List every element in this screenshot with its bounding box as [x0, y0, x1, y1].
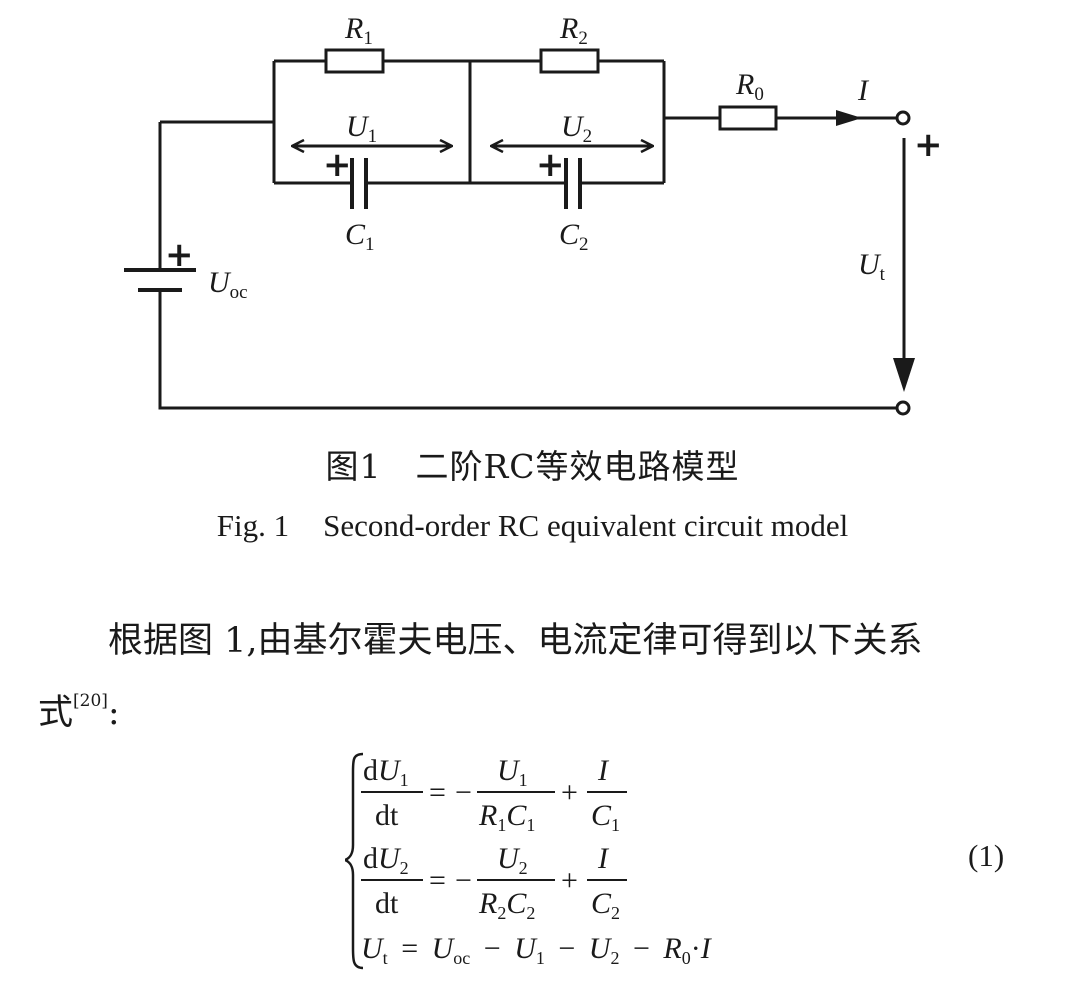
svg-text:dU1: dU1	[363, 754, 409, 790]
curly-brace	[345, 752, 364, 970]
terminal-top	[895, 110, 911, 126]
label-r1: R1	[344, 12, 373, 49]
label-u2: U2	[561, 110, 592, 147]
figure-caption-en: Fig. 1 Second-order RC equivalent circuit…	[0, 508, 1065, 544]
svg-text:−: −	[455, 776, 472, 809]
plus-sign-battery: +	[165, 235, 194, 275]
resistor-r0	[718, 105, 778, 131]
body-text-line-1: 根据图 1,由基尔霍夫电压、电流定律可得到以下关系	[108, 621, 923, 661]
figure-title-en: Second-order RC equivalent circuit model	[323, 508, 849, 543]
resistor-r2	[539, 48, 600, 74]
label-c2: C2	[559, 218, 589, 255]
equation-row-1: dU1 dt = − U1 R1C1 + I C1	[361, 754, 627, 835]
figure-label-cn: 图1	[325, 447, 382, 486]
svg-text:=: =	[429, 864, 446, 897]
equation-1: dU1 dt = − U1 R1C1 + I C1 dU2 dt = − U2 …	[345, 752, 713, 971]
svg-text:I: I	[597, 754, 610, 787]
label-u1: U1	[346, 110, 377, 147]
label-uoc: Uoc	[208, 266, 248, 303]
svg-text:U2: U2	[497, 842, 528, 878]
svg-text:+: +	[561, 864, 578, 897]
label-ut: Ut	[858, 248, 886, 285]
svg-text:I: I	[597, 842, 610, 875]
svg-text:U1: U1	[497, 754, 528, 790]
svg-text:C2: C2	[591, 887, 620, 923]
svg-text:dU2: dU2	[363, 842, 409, 878]
svg-text:dt: dt	[375, 887, 399, 920]
svg-text:Ut = Uoc −: Ut = Uoc − U1 − U2 − R0·I	[361, 932, 713, 971]
body-text-start: 式	[38, 693, 74, 733]
terminal-bottom	[895, 400, 911, 416]
svg-text:+: +	[561, 776, 578, 809]
label-i: I	[857, 74, 870, 107]
svg-text:R1C1: R1C1	[478, 799, 535, 835]
label-c1: C1	[345, 218, 375, 255]
figure-label-en: Fig. 1	[216, 508, 290, 543]
resistor-r1	[324, 48, 385, 74]
svg-text:dt: dt	[375, 799, 399, 832]
equation-row-3: Ut = Uoc − U1 − U2 − R0·I	[361, 932, 713, 971]
svg-text:=: =	[429, 776, 446, 809]
label-r0: R0	[735, 68, 764, 105]
body-text-line-2: 式[20]:	[38, 684, 1028, 735]
battery-uoc	[124, 268, 196, 292]
plus-sign-c2: +	[536, 145, 565, 185]
svg-text:R2C2: R2C2	[478, 887, 535, 923]
circuit-diagram: R1 R2 R0 U1 U2 C1 C2 Uoc Ut I + + + +	[124, 12, 943, 416]
citation: [20]	[73, 691, 108, 711]
svg-text:C1: C1	[591, 799, 620, 835]
figure-title-cn: 二阶RC等效电路模型	[415, 447, 740, 486]
plus-sign-c1: +	[323, 145, 352, 185]
equation-row-2: dU2 dt = − U2 R2C2 + I C2	[361, 842, 627, 923]
figure-caption-cn: 图1 二阶RC等效电路模型	[0, 440, 1065, 488]
body-text-end: :	[107, 693, 120, 733]
current-arrow-icon	[836, 110, 862, 126]
svg-text:−: −	[455, 864, 472, 897]
label-r2: R2	[559, 12, 588, 49]
plus-sign-terminal: +	[914, 125, 943, 165]
voltage-arrow-ut-icon	[893, 358, 915, 392]
equation-number: (1)	[968, 838, 1005, 873]
